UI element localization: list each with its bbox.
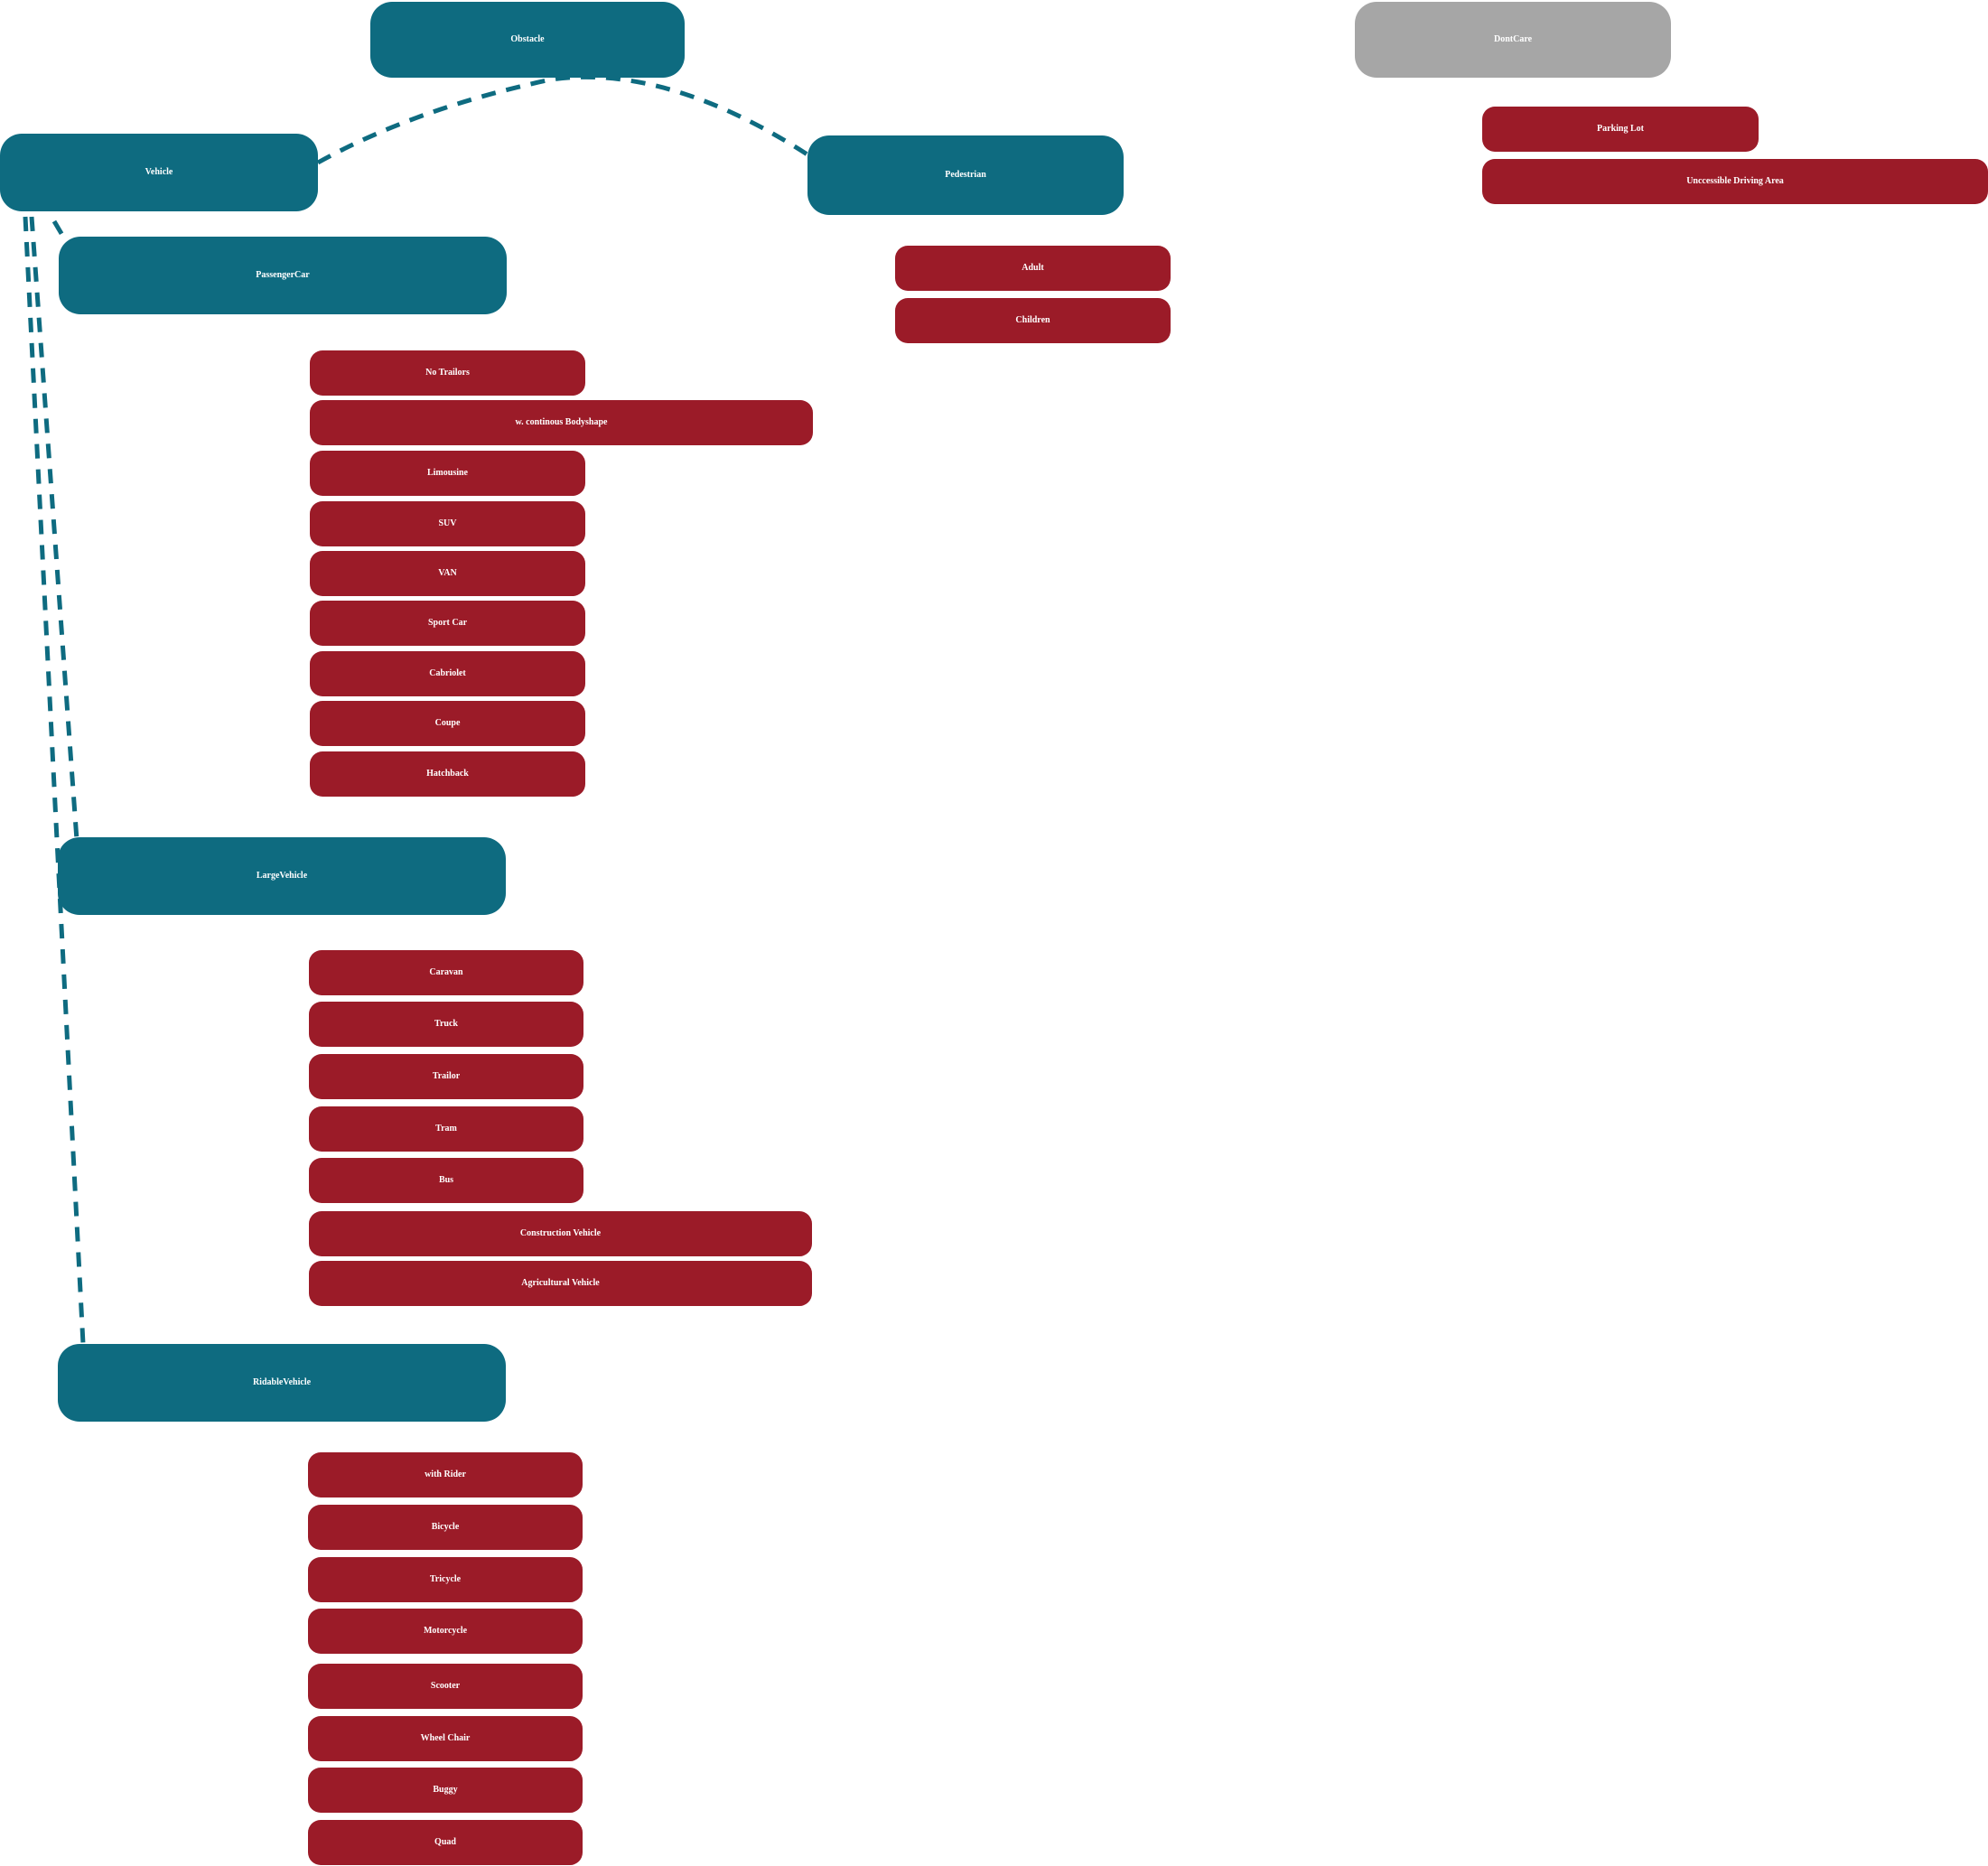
pedestrian-item-children: Children bbox=[895, 298, 1171, 343]
passengercar-item-coupe: Coupe bbox=[310, 701, 585, 746]
largevehicle-item-truck: Truck bbox=[309, 1002, 583, 1047]
ridablevehicle-item-bicycle: Bicycle bbox=[308, 1505, 583, 1550]
ridablevehicle-item-scooter: Scooter bbox=[308, 1664, 583, 1709]
passengercar-item-no-trailors: No Trailors bbox=[310, 350, 585, 396]
connector-vehicle-largevehicle bbox=[29, 216, 79, 841]
connector-vehicle-passengercar bbox=[51, 219, 66, 238]
passengercar-item-suv: SUV bbox=[310, 501, 585, 546]
obstacle-node: Obstacle bbox=[370, 2, 685, 78]
ridablevehicle-item-tricycle: Tricycle bbox=[308, 1557, 583, 1602]
ridablevehicle-item-with-rider: with Rider bbox=[308, 1452, 583, 1497]
largevehicle-item-agricultural-vehicle: Agricultural Vehicle bbox=[309, 1261, 812, 1306]
pedestrian-item-adult: Adult bbox=[895, 246, 1171, 291]
largevehicle-item-bus: Bus bbox=[309, 1158, 583, 1203]
largevehicle-node: LargeVehicle bbox=[58, 837, 506, 915]
vehicle-node: Vehicle bbox=[0, 134, 318, 211]
ridablevehicle-item-wheel-chair: Wheel Chair bbox=[308, 1716, 583, 1761]
passengercar-item-cabriolet: Cabriolet bbox=[310, 651, 585, 696]
largevehicle-item-trailor: Trailor bbox=[309, 1054, 583, 1099]
ridablevehicle-item-quad: Quad bbox=[308, 1820, 583, 1865]
dontcare-node: DontCare bbox=[1355, 2, 1671, 78]
dontcare-item-unccessible-driving-area: Unccessible Driving Area bbox=[1482, 159, 1988, 204]
pedestrian-node: Pedestrian bbox=[807, 135, 1124, 215]
ridablevehicle-item-motorcycle: Motorcycle bbox=[308, 1609, 583, 1654]
ridablevehicle-item-buggy: Buggy bbox=[308, 1768, 583, 1813]
passengercar-item-hatchback: Hatchback bbox=[310, 751, 585, 797]
largevehicle-item-construction-vehicle: Construction Vehicle bbox=[309, 1211, 812, 1256]
connector-obstacle-vehicle bbox=[316, 74, 815, 165]
largevehicle-item-tram: Tram bbox=[309, 1106, 583, 1152]
ridablevehicle-node: RidableVehicle bbox=[58, 1344, 506, 1422]
passengercar-item-sport-car: Sport Car bbox=[310, 601, 585, 646]
passengercar-item-continous-bodyshape: w. continous Bodyshape bbox=[310, 400, 813, 445]
largevehicle-item-caravan: Caravan bbox=[309, 950, 583, 995]
passengercar-item-van: VAN bbox=[310, 551, 585, 596]
passengercar-item-limousine: Limousine bbox=[310, 451, 585, 496]
dontcare-item-parking-lot: Parking Lot bbox=[1482, 107, 1759, 152]
passengercar-node: PassengerCar bbox=[59, 237, 507, 314]
